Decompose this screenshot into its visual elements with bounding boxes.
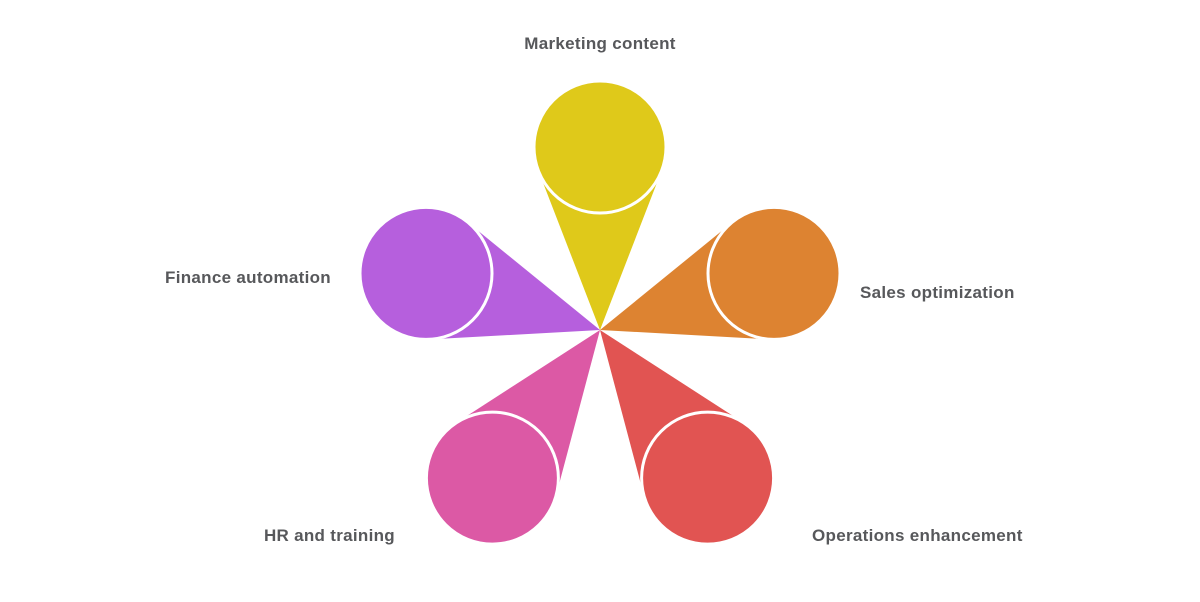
petal-circle [640,410,776,546]
petal-operations-enhancement [600,330,776,546]
petal-cone [456,330,600,495]
petal-circle [532,79,668,215]
petal-label-finance-automation: Finance automation [165,268,331,287]
petal-label-sales-optimization: Sales optimization [860,283,1015,302]
petal-label-marketing-content: Marketing content [524,34,676,53]
petal-circle [358,205,494,341]
petal-marketing-content [532,79,668,330]
petal-label-operations-enhancement: Operations enhancement [812,526,1023,545]
petal-cone [538,170,662,330]
petal-finance-automation [358,205,600,341]
petal-sales-optimization [600,205,842,341]
petal-circle [424,410,560,546]
petal-cone [600,330,744,495]
petal-label-hr-and-training: HR and training [263,526,395,545]
petal-circle [706,205,842,341]
petal-hr-and-training [424,330,600,546]
